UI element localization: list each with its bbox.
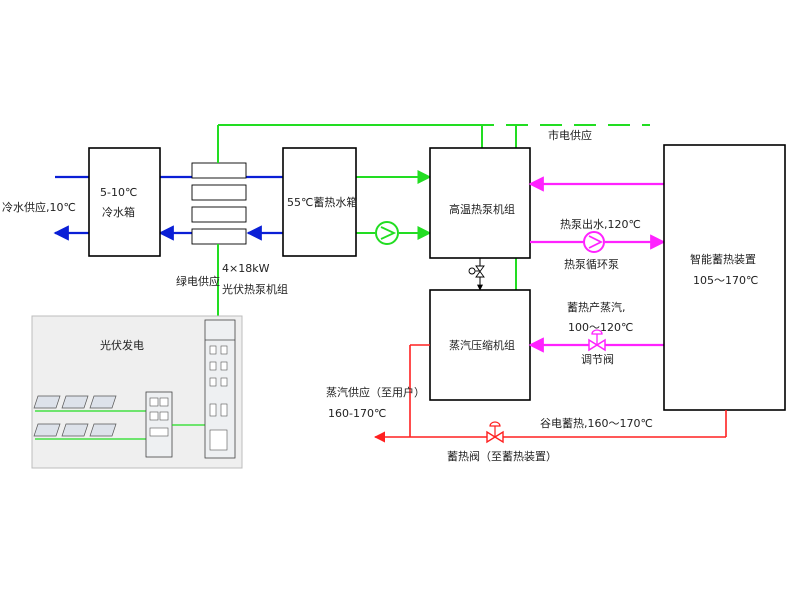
hot-tank-label: 55℃蓄热水箱 — [287, 195, 357, 209]
steam-supply-temp-label: 160-170℃ — [328, 407, 386, 420]
valley-storage-label: 谷电蓄热,160～170℃ — [540, 417, 653, 430]
distribution-cabinet-icon — [204, 319, 236, 459]
water-pump-icon — [375, 221, 399, 245]
grid-supply-label: 市电供应 — [548, 128, 592, 142]
storage-steam-label: 蓄热产蒸汽, — [567, 300, 626, 314]
pv-pump-capacity-label: 4×18kW — [222, 262, 270, 275]
cold-water-lines — [53, 175, 283, 241]
smart-storage-name-label: 智能蓄热装置 — [690, 252, 756, 266]
pv-heat-pump-stack — [191, 162, 247, 245]
steam-lines — [373, 344, 727, 443]
steam-supply-label: 蒸汽供应（至用户） — [326, 385, 425, 399]
check-valve-icon — [468, 258, 485, 291]
heat-pump-water-lines — [528, 176, 666, 353]
storage-steam-temp-label: 100～120℃ — [568, 321, 633, 334]
storage-valve-icon — [486, 421, 504, 444]
steam-compressor-label: 蒸汽压缩机组 — [449, 338, 515, 352]
hp-circ-pump-label: 热泵循环泵 — [564, 258, 619, 271]
reg-valve-label: 调节阀 — [581, 352, 614, 366]
green-supply-label: 绿电供应 — [176, 274, 220, 288]
circulation-pump-icon — [583, 231, 605, 253]
smart-storage-temp-label: 105～170℃ — [693, 274, 758, 287]
inverter-icon — [145, 391, 205, 458]
pv-generation-label: 光伏发电 — [100, 338, 144, 352]
cold-tank-name-label: 冷水箱 — [102, 205, 135, 219]
storage-valve-label: 蓄热阀（至蓄热装置） — [447, 449, 557, 463]
ht-heat-pump-label: 高温热泵机组 — [449, 202, 515, 216]
solar-panel-icon — [33, 395, 146, 440]
regulating-valve-icon — [588, 329, 606, 352]
cold-water-supply-label: 冷水供应,10℃ — [2, 200, 76, 214]
cold-tank-temp-label: 5-10℃ — [100, 186, 137, 199]
hp-outlet-label: 热泵出水,120℃ — [560, 217, 641, 231]
cold-water-tank — [88, 147, 161, 257]
smart-thermal-storage — [663, 144, 786, 411]
pv-pump-name-label: 光伏热泵机组 — [222, 282, 288, 296]
hot-water-storage-tank — [282, 147, 357, 257]
steam-compressor-unit — [429, 289, 531, 401]
green-power-lines — [217, 124, 650, 320]
pv-generation-panel: 光伏发电 — [31, 315, 243, 469]
high-temp-heat-pump-unit — [429, 147, 531, 259]
